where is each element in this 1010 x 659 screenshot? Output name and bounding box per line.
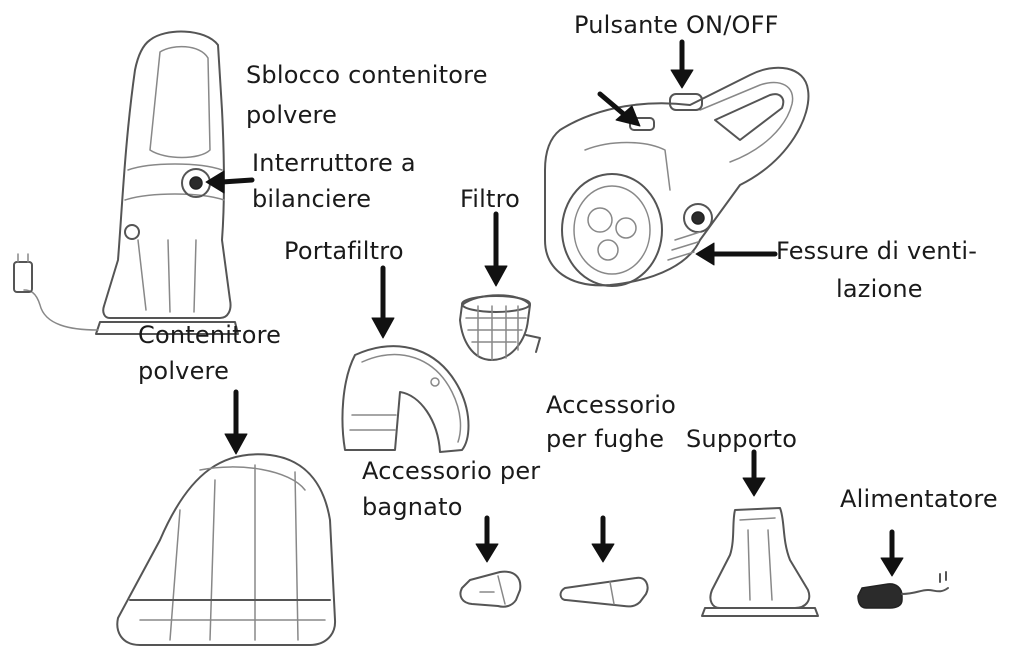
label-crevice-tool-line1: Accessorio xyxy=(546,391,677,419)
wet-nozzle-drawing xyxy=(459,570,522,608)
vacuum-body-drawing xyxy=(544,66,810,287)
arrow-power-adapter xyxy=(880,529,904,577)
crevice-tool-drawing xyxy=(559,576,649,608)
label-rocker-switch-line1: Interruttore a xyxy=(252,149,416,177)
filter-holder-drawing xyxy=(341,345,470,453)
arrow-filter-holder xyxy=(371,265,395,339)
filter-drawing xyxy=(459,294,541,361)
label-dust-container-line2: polvere xyxy=(138,357,230,385)
label-vents-line1: Fessure di venti- xyxy=(776,237,978,265)
arrow-wet-nozzle xyxy=(475,515,499,563)
label-dust-container-line1: Contenitore xyxy=(138,321,282,349)
arrow-dust-release xyxy=(597,91,641,127)
power-adapter-drawing xyxy=(857,571,949,609)
arrow-dust-container xyxy=(224,389,248,455)
label-filter: Filtro xyxy=(460,185,521,213)
arrow-filter xyxy=(484,211,508,287)
label-wet-nozzle-line1: Accessorio per xyxy=(362,457,541,485)
label-filter-holder: Portafiltro xyxy=(284,237,404,265)
label-vents-line2: lazione xyxy=(836,275,923,303)
arrow-stand xyxy=(742,449,766,497)
label-on-off-button: Pulsante ON/OFF xyxy=(574,11,779,39)
label-dust-release-line2: polvere xyxy=(246,101,338,129)
label-crevice-tool-line2: per fughe xyxy=(546,425,665,453)
label-stand: Supporto xyxy=(686,425,798,453)
vacuum-on-base-drawing xyxy=(13,30,239,335)
arrow-vents xyxy=(695,242,778,266)
label-wet-nozzle-line2: bagnato xyxy=(362,493,463,521)
label-dust-release-line1: Sblocco contenitore xyxy=(246,61,488,89)
arrow-on-off xyxy=(670,39,694,89)
arrow-rocker-switch xyxy=(205,170,255,194)
label-power-adapter: Alimentatore xyxy=(840,485,998,513)
label-rocker-switch-line2: bilanciere xyxy=(252,185,372,213)
dust-container-drawing xyxy=(116,453,337,646)
arrow-crevice-tool xyxy=(591,515,615,563)
stand-drawing xyxy=(701,507,819,617)
